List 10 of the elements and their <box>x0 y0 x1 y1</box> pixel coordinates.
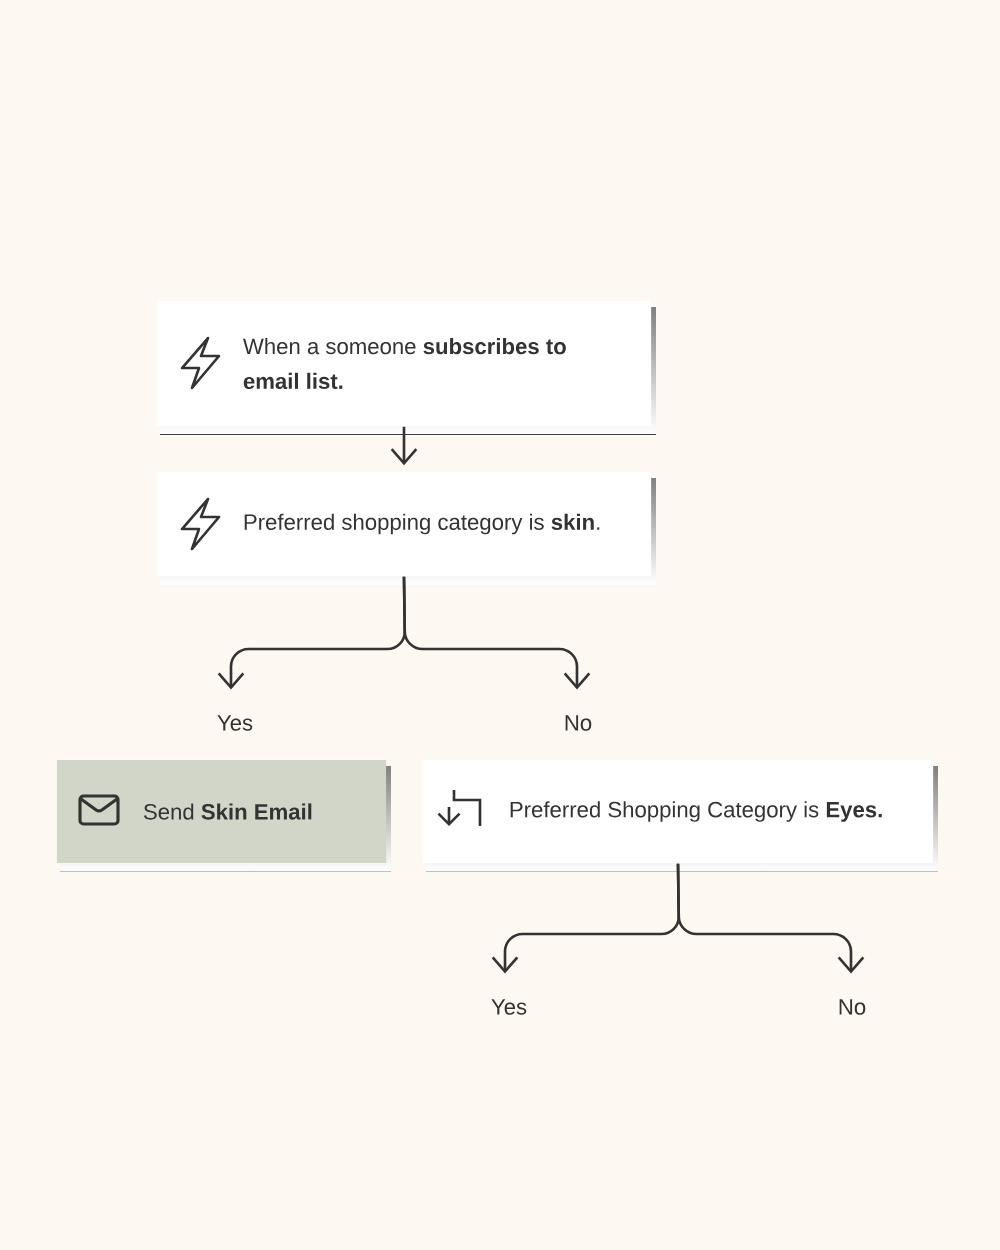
branch-label: Yes <box>491 999 527 1015</box>
trigger-box: When a someone subscribes to email list. <box>156 301 652 427</box>
condition-box: Preferred Shopping Category is Eyes. <box>422 760 934 864</box>
branch-label: No <box>565 715 592 731</box>
branch-label: No <box>839 999 866 1015</box>
action-box: Send Skin Email <box>56 760 387 864</box>
arrow <box>676 863 865 974</box>
condition-box: Preferred shopping category is skin. <box>156 472 652 577</box>
arrow <box>402 576 591 690</box>
branch-label: Yes <box>217 715 253 731</box>
